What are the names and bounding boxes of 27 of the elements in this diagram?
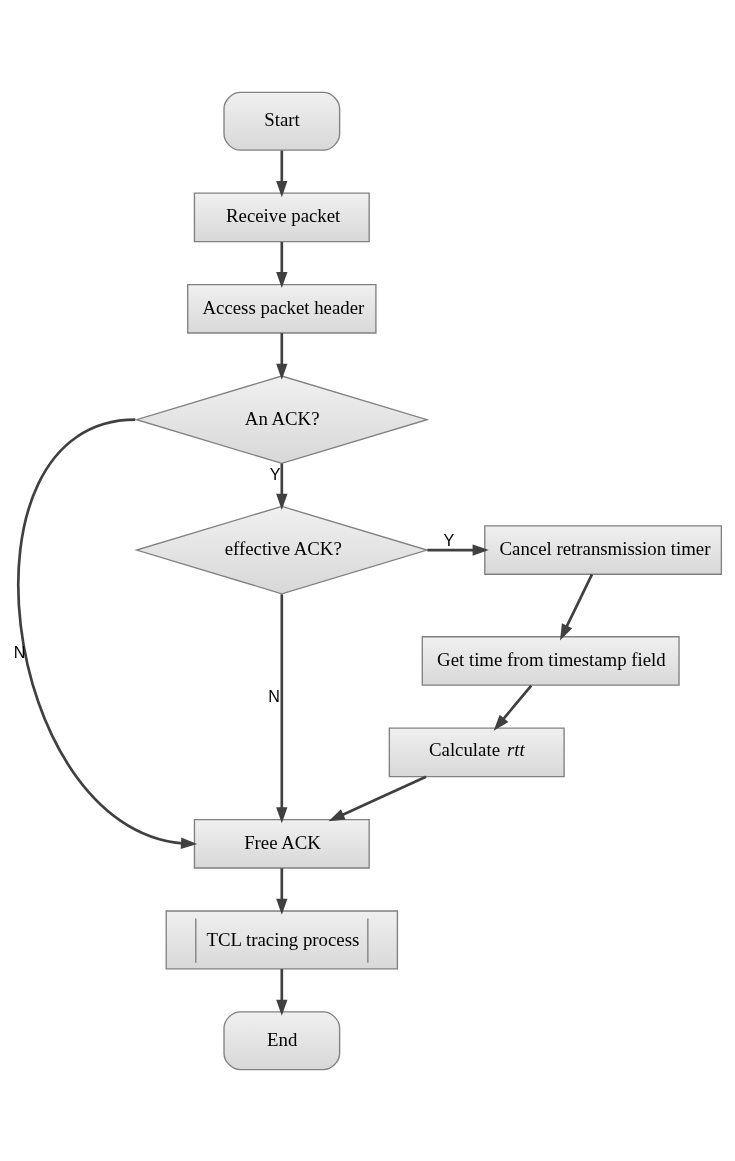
node-box: Calculate rtt <box>388 727 565 777</box>
node-box: Start <box>223 91 341 151</box>
node-box: End <box>223 1010 341 1070</box>
arrow <box>276 332 288 380</box>
arrow <box>276 867 288 915</box>
arrow <box>276 968 288 1016</box>
node-box: Access packet header <box>187 283 377 334</box>
arrow <box>560 573 594 640</box>
node-box: Free ACK <box>193 818 370 869</box>
edge-label: N <box>13 642 26 661</box>
edge-label: Y <box>443 530 455 549</box>
arrow <box>328 775 427 821</box>
node-diamond: effective ACK? <box>134 505 430 594</box>
node-box: Receive packet <box>193 192 370 242</box>
arrow <box>427 543 489 556</box>
node-box: Cancel retransmission timer <box>484 524 723 575</box>
arrow <box>493 684 533 731</box>
edge-label: Y <box>269 464 281 483</box>
arrow <box>17 417 198 849</box>
node-diamond: An ACK? <box>134 374 430 464</box>
arrow <box>276 463 288 510</box>
arrow <box>276 150 288 197</box>
arrow <box>276 241 288 288</box>
node-box: Get time from timestamp field <box>421 635 680 686</box>
arrow <box>276 593 288 823</box>
node-box: TCL tracing process <box>165 909 399 969</box>
edge-label: N <box>268 686 281 705</box>
